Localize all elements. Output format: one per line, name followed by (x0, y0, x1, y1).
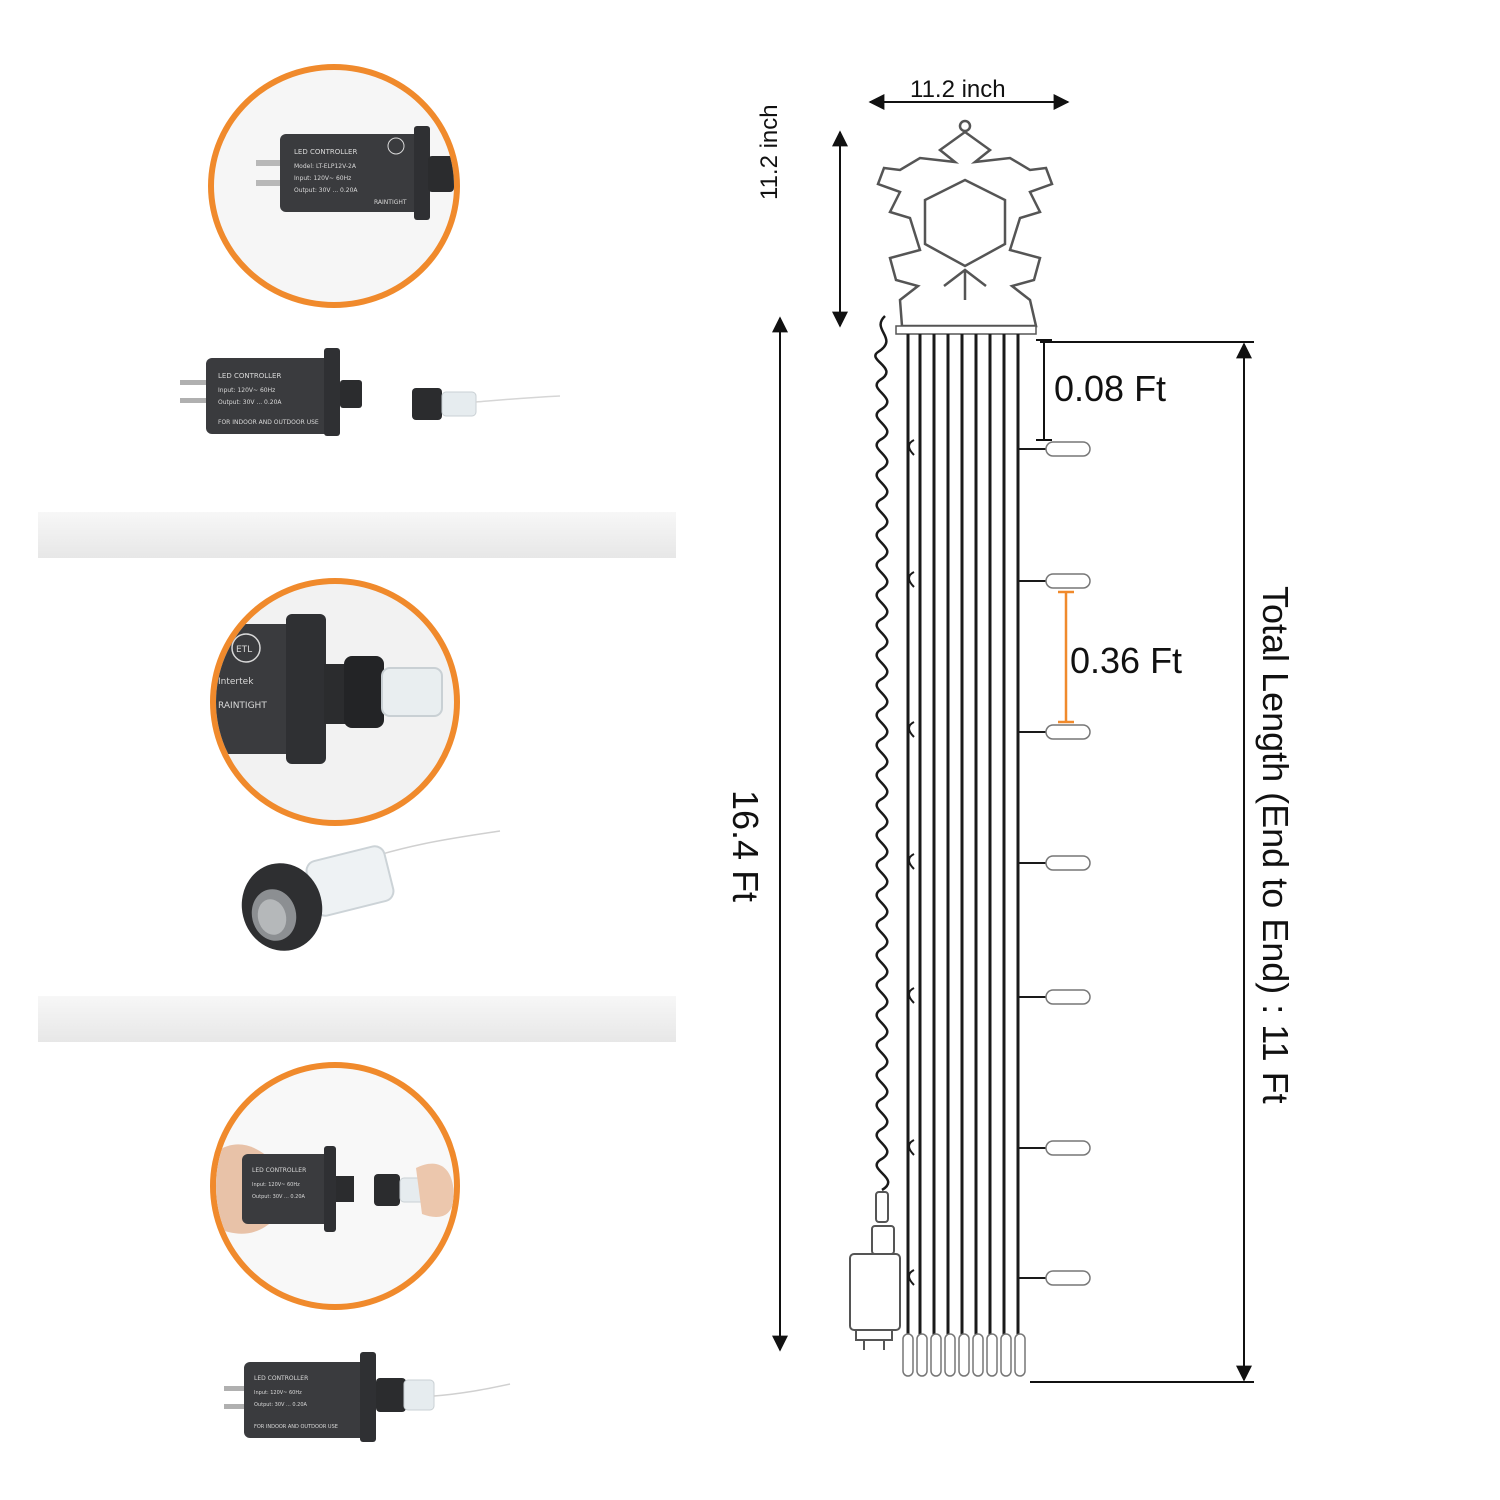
svg-text:Input: 120V~ 60Hz: Input: 120V~ 60Hz (294, 175, 351, 182)
snowflake-outline (876, 119, 1054, 328)
adapter-connecting-circle: LED CONTROLLER Input: 120V~ 60Hz Output:… (210, 1062, 460, 1310)
svg-text:Intertek: Intertek (218, 677, 254, 687)
svg-text:Model: LT-ELP12V-2A: Model: LT-ELP12V-2A (294, 163, 357, 170)
svg-text:RAINTIGHT: RAINTIGHT (218, 701, 267, 711)
svg-text:LED CONTROLLER: LED CONTROLLER (252, 1167, 306, 1174)
svg-text:Input: 120V~ 60Hz: Input: 120V~ 60Hz (218, 387, 275, 394)
coiled-lead-cable (874, 315, 890, 1192)
curtain-wire-strands (906, 334, 1020, 1370)
lead-cable-label: 16.4 Ft (725, 790, 766, 903)
total-length-label: Total Length (End to End) : 11 Ft (1255, 586, 1296, 1104)
first-drop-label: 0.08 Ft (1054, 368, 1167, 409)
adapter-closeup-image-1: LED CONTROLLER Model: LT-ELP12V-2A Input… (256, 126, 454, 220)
power-adapter-outline (849, 1191, 901, 1350)
curtain-light-diagram (772, 94, 1254, 1383)
svg-text:Output: 30V ... 0.20A: Output: 30V ... 0.20A (254, 1402, 308, 1408)
width-dimension-label: 11.2 inch (910, 76, 1006, 103)
connector-closeup-image (241, 830, 501, 951)
drop-spacing-label: 0.36 Ft (1070, 640, 1183, 681)
svg-text:ETL: ETL (236, 645, 252, 655)
svg-text:LED CONTROLLER: LED CONTROLLER (218, 372, 281, 380)
divider-band-2 (38, 996, 676, 1042)
height-dimension-label: 11.2 inch (756, 104, 783, 200)
svg-text:Input: 120V~ 60Hz: Input: 120V~ 60Hz (254, 1390, 302, 1396)
adapter-closeup-circle-1: LED CONTROLLER Model: LT-ELP12V-2A Input… (208, 64, 460, 308)
curtain-wire-shading (908, 439, 915, 1286)
adapter-label-text-1: LED CONTROLLER (294, 148, 357, 156)
svg-text:Output: 30V ... 0.20A: Output: 30V ... 0.20A (218, 399, 282, 406)
top-connector-strip (895, 325, 1037, 335)
svg-text:FOR INDOOR AND OUTDOOR USE: FOR INDOOR AND OUTDOOR USE (218, 419, 319, 426)
svg-text:Input: 120V~ 60Hz: Input: 120V~ 60Hz (252, 1182, 300, 1188)
adapter-connecting-image: LED CONTROLLER Input: 120V~ 60Hz Output:… (216, 1144, 454, 1234)
adapter-with-connector-image: LED CONTROLLER Input: 120V~ 60Hz Output:… (180, 348, 561, 436)
adapter-closeup-image-2: ETL Intertek RAINTIGHT (216, 614, 443, 764)
adapter-connected-image: LED CONTROLLER Input: 120V~ 60Hz Output:… (224, 1352, 511, 1442)
adapter-closeup-circle-2: ETL Intertek RAINTIGHT (210, 578, 460, 826)
bottom-bulbs (902, 1333, 1026, 1377)
svg-text:FOR INDOOR AND OUTDOOR USE: FOR INDOOR AND OUTDOOR USE (254, 1424, 338, 1430)
svg-text:Output: 30V ... 0.20A: Output: 30V ... 0.20A (294, 187, 358, 194)
svg-text:LED CONTROLLER: LED CONTROLLER (254, 1375, 308, 1382)
svg-text:Output: 30V ... 0.20A: Output: 30V ... 0.20A (252, 1194, 306, 1200)
divider-band-1 (38, 512, 676, 558)
side-bulbs (1018, 441, 1091, 1286)
adapter-photo-panel: LED CONTROLLER Model: LT-ELP12V-2A Input… (0, 0, 690, 1500)
svg-text:RAINTIGHT: RAINTIGHT (374, 199, 407, 206)
